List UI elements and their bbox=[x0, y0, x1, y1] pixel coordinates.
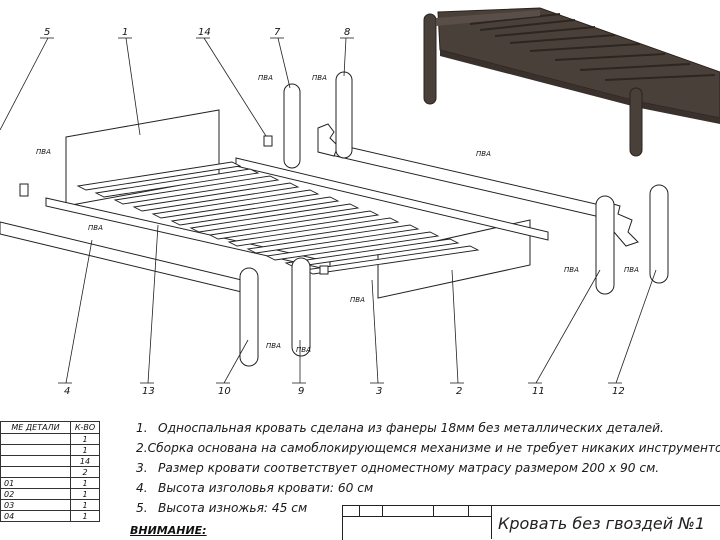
part-name bbox=[0, 444, 71, 456]
callout-1: 1 bbox=[122, 27, 128, 38]
connector-block-low bbox=[319, 265, 329, 275]
callout-13: 13 bbox=[142, 386, 155, 397]
glue-label: ПВА bbox=[266, 342, 281, 350]
note-text: Размер кровати соответствует одноместном… bbox=[158, 461, 660, 475]
callout-5: 5 bbox=[44, 27, 50, 38]
part-name bbox=[0, 455, 71, 467]
glue-label: ПВА bbox=[564, 266, 579, 274]
part-qty: 1 bbox=[70, 499, 100, 511]
part-qty: 1 bbox=[70, 510, 100, 522]
side-rail-left bbox=[0, 221, 251, 295]
bed-slats bbox=[76, 161, 480, 275]
note-number: 5. bbox=[136, 501, 148, 515]
callout-14: 14 bbox=[198, 27, 211, 38]
footboard-post-left bbox=[239, 267, 259, 367]
callout-8: 8 bbox=[344, 27, 350, 38]
footboard-panel bbox=[377, 219, 531, 299]
parts-table-header-name: МЕ ДЕТАЛИ bbox=[0, 421, 71, 434]
title-block-cell bbox=[360, 506, 383, 517]
note-text: Высота изголовья кровати: 60 см bbox=[158, 481, 374, 495]
headboard-post-right bbox=[335, 71, 353, 159]
glue-label: ПВА bbox=[624, 266, 639, 274]
callout-10: 10 bbox=[218, 386, 231, 397]
note-item: 5. Высота изножья: 45 см bbox=[136, 498, 720, 518]
callout-2: 2 bbox=[456, 386, 462, 397]
parts-table-header: МЕ ДЕТАЛИ К-ВО bbox=[0, 421, 100, 434]
part-qty: 14 bbox=[70, 455, 100, 467]
part-callouts: 5 1 14 7 8 4 13 10 9 3 2 11 12 bbox=[44, 27, 625, 397]
side-rail-right bbox=[317, 139, 601, 218]
part-qty: 1 bbox=[70, 444, 100, 456]
note-item: 4. Высота изголовья кровати: 60 см bbox=[136, 478, 720, 498]
connector-block bbox=[263, 135, 273, 147]
title-block: Кровать без гвоздей №1 bbox=[342, 505, 720, 540]
note-number: 3. bbox=[136, 461, 148, 475]
glue-label: ПВА bbox=[476, 150, 491, 158]
part-name bbox=[0, 433, 71, 445]
table-row: 1 bbox=[0, 444, 100, 456]
part-qty: 1 bbox=[70, 488, 100, 500]
note-number: 4. bbox=[136, 481, 148, 495]
note-item: 1. Односпальная кровать сделана из фанеры… bbox=[136, 418, 720, 438]
callout-4: 4 bbox=[64, 386, 70, 397]
headboard-post-left bbox=[283, 83, 301, 169]
table-row: 2 bbox=[0, 466, 100, 478]
note-text: Сборка основана на самоблокирующемся мех… bbox=[147, 441, 720, 455]
rail-end-hook bbox=[317, 123, 339, 157]
part-name: 02 bbox=[0, 488, 71, 500]
warning-heading: ВНИМАНИЕ: bbox=[130, 524, 207, 537]
title-block-cell bbox=[343, 506, 360, 517]
part-qty: 1 bbox=[70, 477, 100, 489]
glue-label: ПВА bbox=[36, 148, 51, 156]
glue-markers: ПВА ПВА ПВА ПВА ПВА ПВА ПВА ПВА ПВА ПВА bbox=[36, 74, 639, 354]
footboard-post-mid bbox=[291, 257, 311, 357]
part-name: 04 bbox=[0, 510, 71, 522]
part-name: 03 bbox=[0, 499, 71, 511]
callout-12: 12 bbox=[612, 386, 625, 397]
note-number: 2. bbox=[136, 441, 148, 455]
title-block-cell bbox=[434, 506, 469, 517]
drawing-title: Кровать без гвоздей №1 bbox=[498, 514, 706, 533]
note-text: Односпальная кровать сделана из фанеры 1… bbox=[158, 421, 664, 435]
title-block-cell bbox=[383, 506, 434, 517]
glue-label: ПВА bbox=[88, 224, 103, 232]
table-row: 14 bbox=[0, 455, 100, 467]
note-item: 2.Сборка основана на самоблокирующемся м… bbox=[136, 438, 720, 458]
callout-9: 9 bbox=[298, 386, 304, 397]
part-qty: 2 bbox=[70, 466, 100, 478]
footboard-post-right-b bbox=[649, 184, 669, 284]
glue-label: ПВА bbox=[350, 296, 365, 304]
table-row: 1 bbox=[0, 433, 100, 445]
part-qty: 1 bbox=[70, 433, 100, 445]
bed-3d-preview bbox=[423, 7, 720, 157]
assembly-drawing: 5 1 14 7 8 4 13 10 9 3 2 11 12 ПВА ПВА П… bbox=[0, 7, 720, 397]
leader-lines bbox=[0, 37, 657, 384]
title-block-cell bbox=[343, 517, 492, 539]
note-text: Высота изножья: 45 см bbox=[158, 501, 308, 515]
note-number: 1. bbox=[136, 421, 148, 435]
glue-label: ПВА bbox=[258, 74, 273, 82]
note-item: 3. Размер кровати соответствует одноместн… bbox=[136, 458, 720, 478]
assembly-notes: 1. Односпальная кровать сделана из фанеры… bbox=[136, 418, 720, 518]
glue-label: ПВА bbox=[296, 346, 311, 354]
callout-11: 11 bbox=[532, 386, 545, 397]
parts-table-header-qty: К-ВО bbox=[70, 421, 100, 434]
connector-block-left bbox=[19, 183, 29, 197]
callout-7: 7 bbox=[274, 27, 281, 38]
part-name: 01 bbox=[0, 477, 71, 489]
callout-3: 3 bbox=[376, 386, 382, 397]
title-block-cell bbox=[469, 506, 492, 517]
glue-label: ПВА bbox=[312, 74, 327, 82]
footboard-post-right-a bbox=[595, 195, 615, 295]
part-name bbox=[0, 466, 71, 478]
